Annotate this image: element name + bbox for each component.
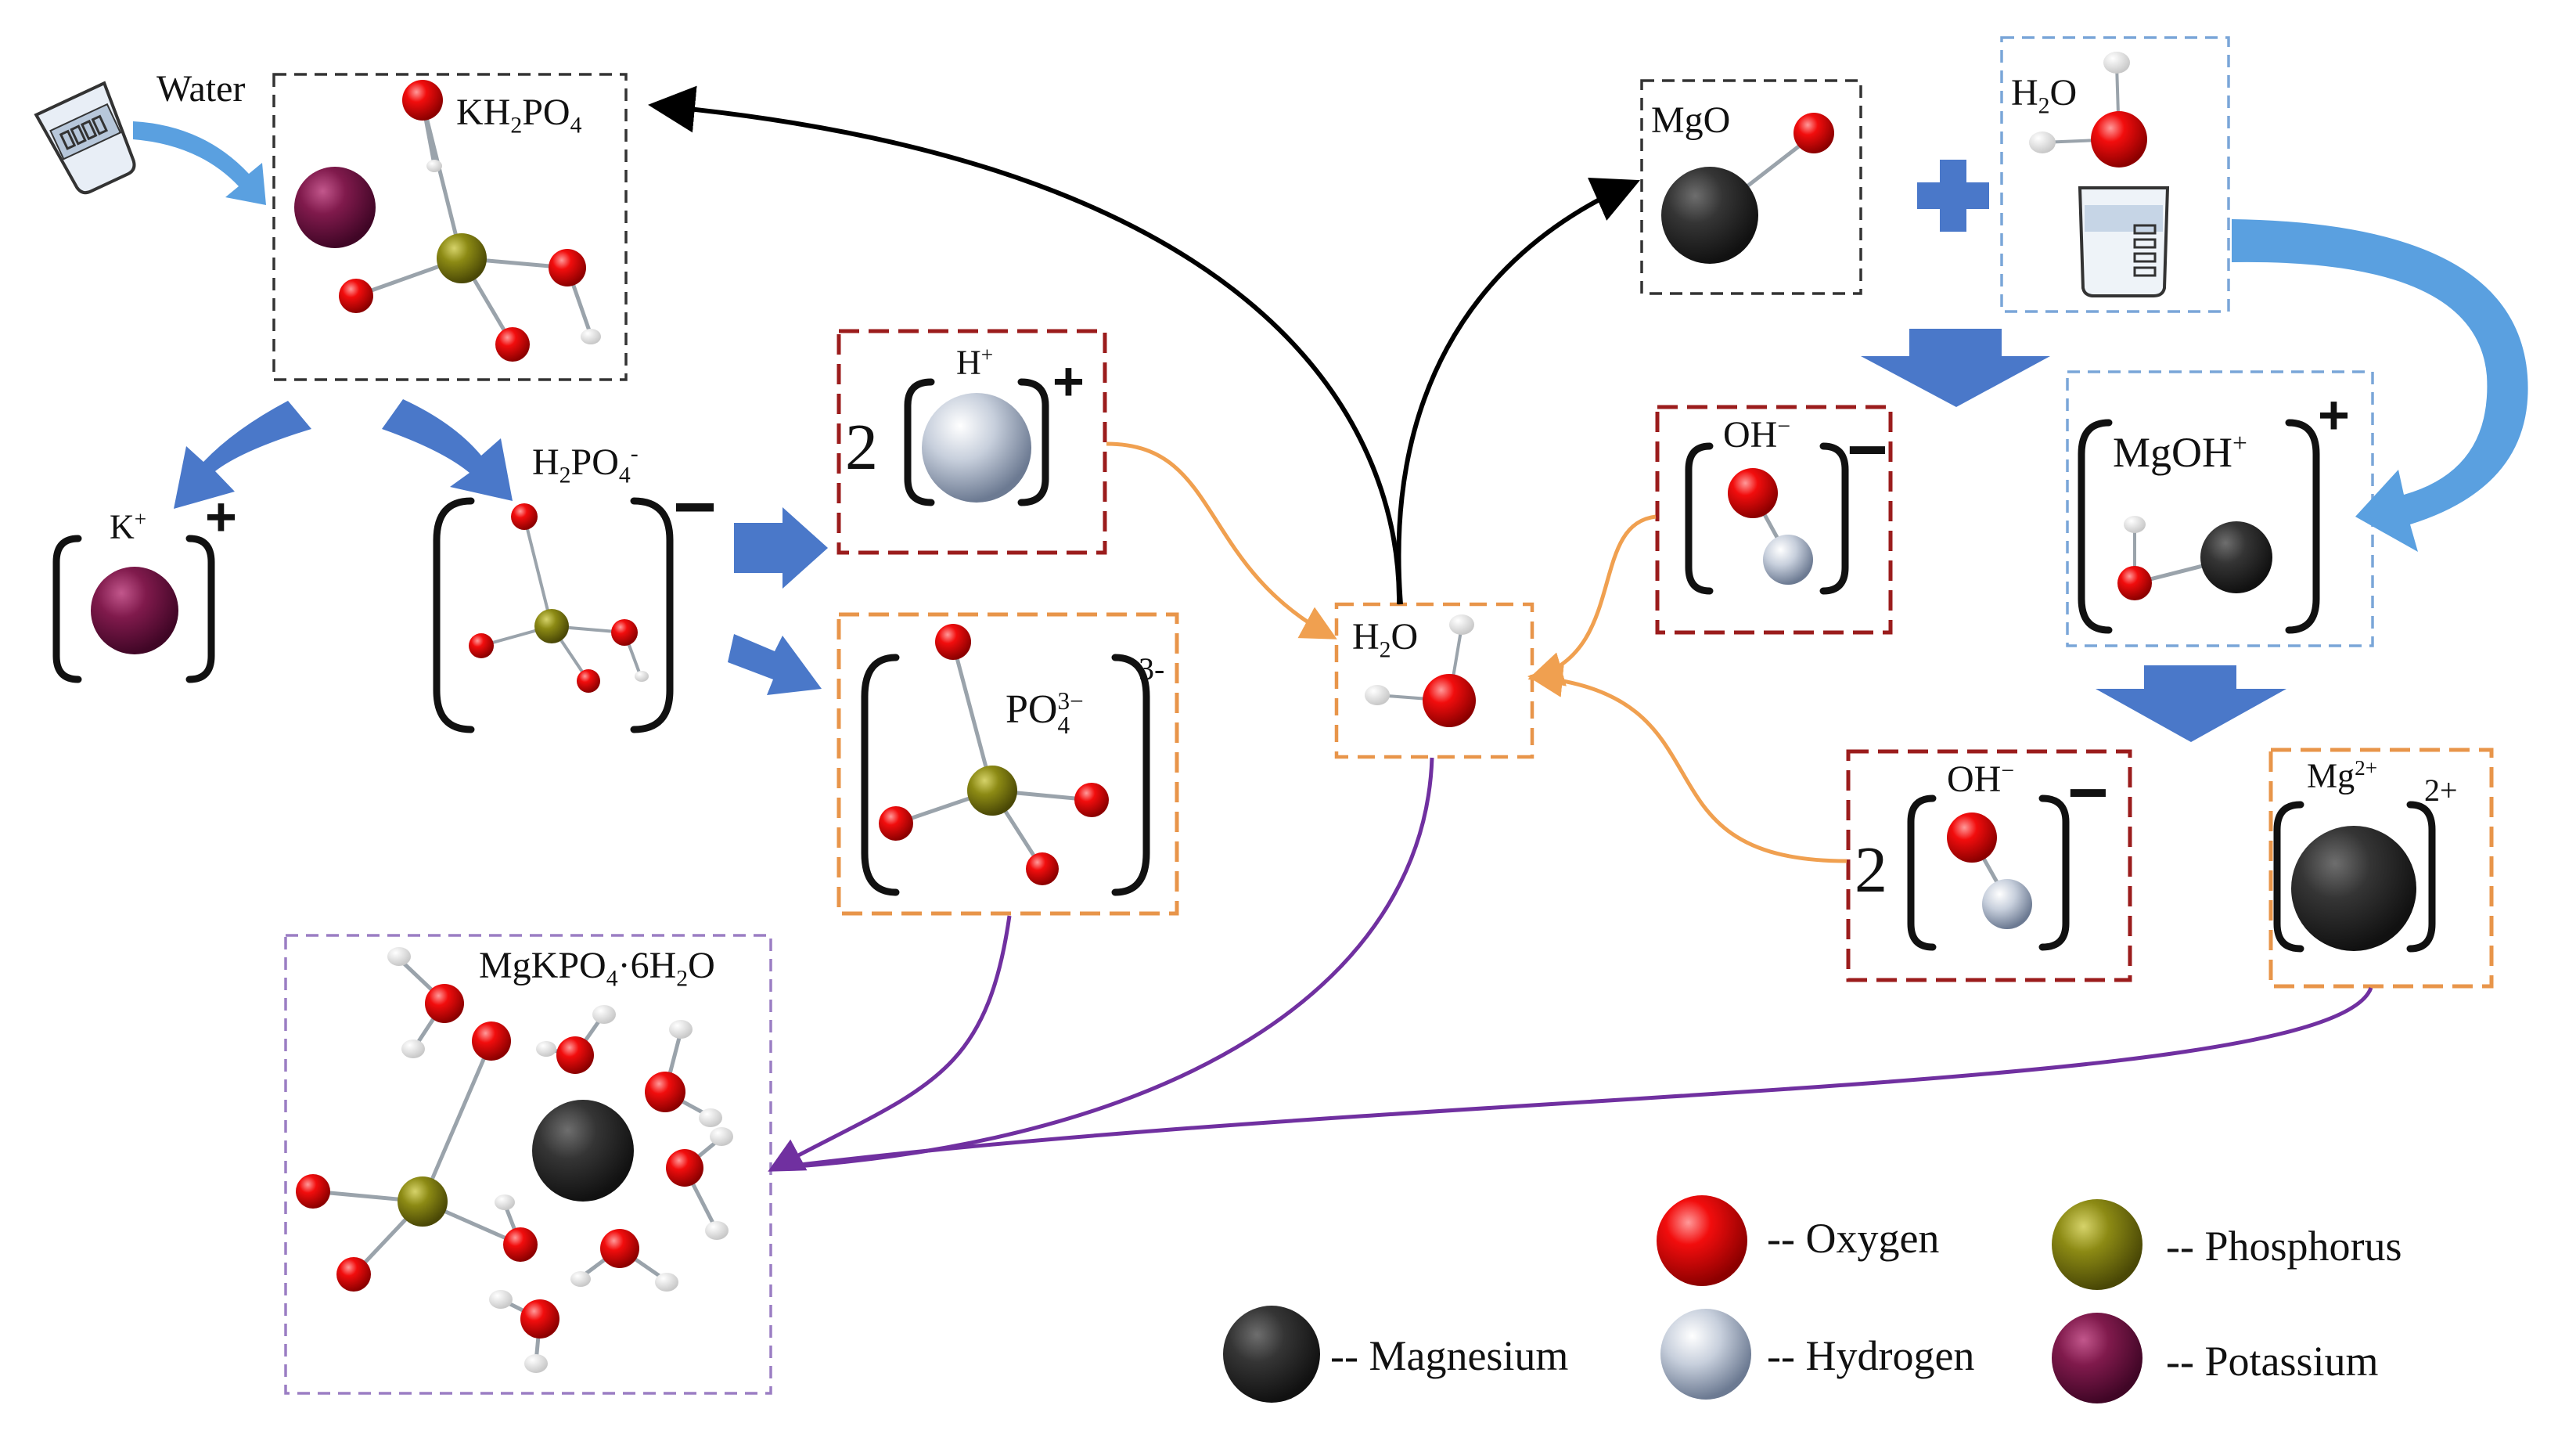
arrow-down-upper [1861,329,2050,407]
plus-sign [1917,160,1989,232]
kh2po4-label: KH2PO4 [456,92,582,139]
legend-magnesium-label: -- Magnesium [1330,1332,1569,1379]
legend-potassium-swatch [2052,1313,2142,1403]
h-bracket-right [1017,378,1049,506]
k-ion-label: K+ [110,507,147,546]
h-ion-atom [922,393,1031,503]
legend-phosphorus-label: -- Phosphorus [2166,1223,2402,1270]
beaker-icon [2078,186,2170,297]
water-beaker-icon [34,81,136,195]
po4-ion-box [836,612,1179,916]
h2o-center-molecule [1365,614,1476,727]
blue-block-arrows [174,329,2286,742]
legend-potassium-label: -- Potassium [2166,1338,2379,1385]
kh2po4-box [272,73,628,381]
h2po4-molecule [469,503,649,693]
arrow-water-pour [133,121,266,205]
h-bracket-left [904,378,935,506]
product-molecule [296,947,733,1373]
h2po4-charge-sign: − [673,465,718,549]
mg-bracket-left [2273,801,2304,953]
arrow-to-h-ion [734,507,828,589]
legend-oxygen-label: -- Oxygen [1767,1215,1940,1262]
mgoh-box [2066,370,2374,647]
po4-bracket-left [861,654,900,896]
arrow-h2o-to-kh2po4 [648,85,1402,605]
legend-magnesium-swatch [1223,1306,1320,1403]
oh-lower-label: OH− [1947,758,2015,800]
h2o-center-label: H2O [1352,616,1419,663]
po4-molecule [879,624,1109,885]
h2o-top-box [2000,36,2230,313]
mgo-molecule [1661,113,1834,264]
h2po4-bracket-left [433,497,475,733]
arrow-down-lower [2096,665,2286,742]
mgoh-charge-sign: + [2318,384,2350,445]
mgo-label: MgO [1651,99,1731,141]
oh-upper-box [1655,405,1893,635]
po4-bracket-right [1111,654,1150,896]
h2po4-bracket-right [630,497,674,733]
legend-oxygen-swatch [1657,1195,1747,1286]
mg-ion-atom [2291,826,2416,951]
arrow-h2o-to-mgo [1396,177,1640,605]
mg-ion-charge: 2+ [2424,773,2458,808]
h-ion-coefficient: 2 [845,411,878,484]
oh-upper-molecule [1728,468,1813,585]
h-ion-box [836,329,1107,555]
mg-ion-box [2268,748,2494,989]
mgoh-label: MgOH+ [2113,429,2247,476]
line-h-to-h2o [1106,441,1337,640]
mgoh-bracket-right [2285,419,2320,634]
kh2po4-molecule [294,80,601,362]
arrow-to-po4-ion [728,634,822,695]
arrow-split-h2po4 [382,399,513,501]
oh-lower-coefficient: 2 [1855,834,1887,906]
k-bracket-left [52,535,82,683]
po4-charge: 3- [1139,651,1165,686]
h2o-top-molecule [2029,52,2147,168]
k-ion-atom [91,567,178,654]
h2o-top-label: H2O [2011,72,2078,119]
mgoh-molecule [2117,516,2272,600]
h-ion-charge-sign: + [1052,351,1085,412]
mgo-box [1640,79,1862,295]
line-h2o-to-product [774,757,1434,1170]
k-bracket-right [185,535,215,683]
legend-hydrogen-label: -- Hydrogen [1767,1332,1975,1379]
water-label: Water [157,68,246,110]
arrow-curved-to-mgoh [2232,219,2528,552]
oh-lower-molecule [1947,812,2032,929]
mg-bracket-right [2406,801,2436,953]
line-oh-lower-to-h2o [1527,662,1847,863]
mg-ion-label: Mg2+ [2307,756,2378,795]
oh-upper-label: OH− [1723,413,1791,456]
legend-hydrogen-swatch [1660,1309,1751,1400]
oh-lower-bracket-right [2038,794,2070,951]
oh-lower-box [1846,749,2132,982]
line-oh-upper-to-h2o [1527,514,1657,686]
oh-upper-bracket-left [1685,442,1714,595]
product-label: MgKPO4·6H2O [479,945,715,992]
line-mg-to-product [774,987,2373,1170]
oh-lower-bracket-left [1907,794,1937,951]
k-ion-charge-sign: + [205,486,237,547]
mgoh-bracket-left [2078,419,2113,634]
line-po4-to-product [768,915,1012,1172]
oh-upper-charge-sign: − [1847,411,1888,489]
oh-lower-charge-sign: − [2067,754,2109,832]
legend-phosphorus-swatch [2052,1199,2142,1290]
h-ion-label: H+ [956,343,994,382]
oh-upper-bracket-right [1819,442,1849,595]
arrow-split-k [174,401,311,509]
h2po4-label: H2PO4- [532,441,639,488]
